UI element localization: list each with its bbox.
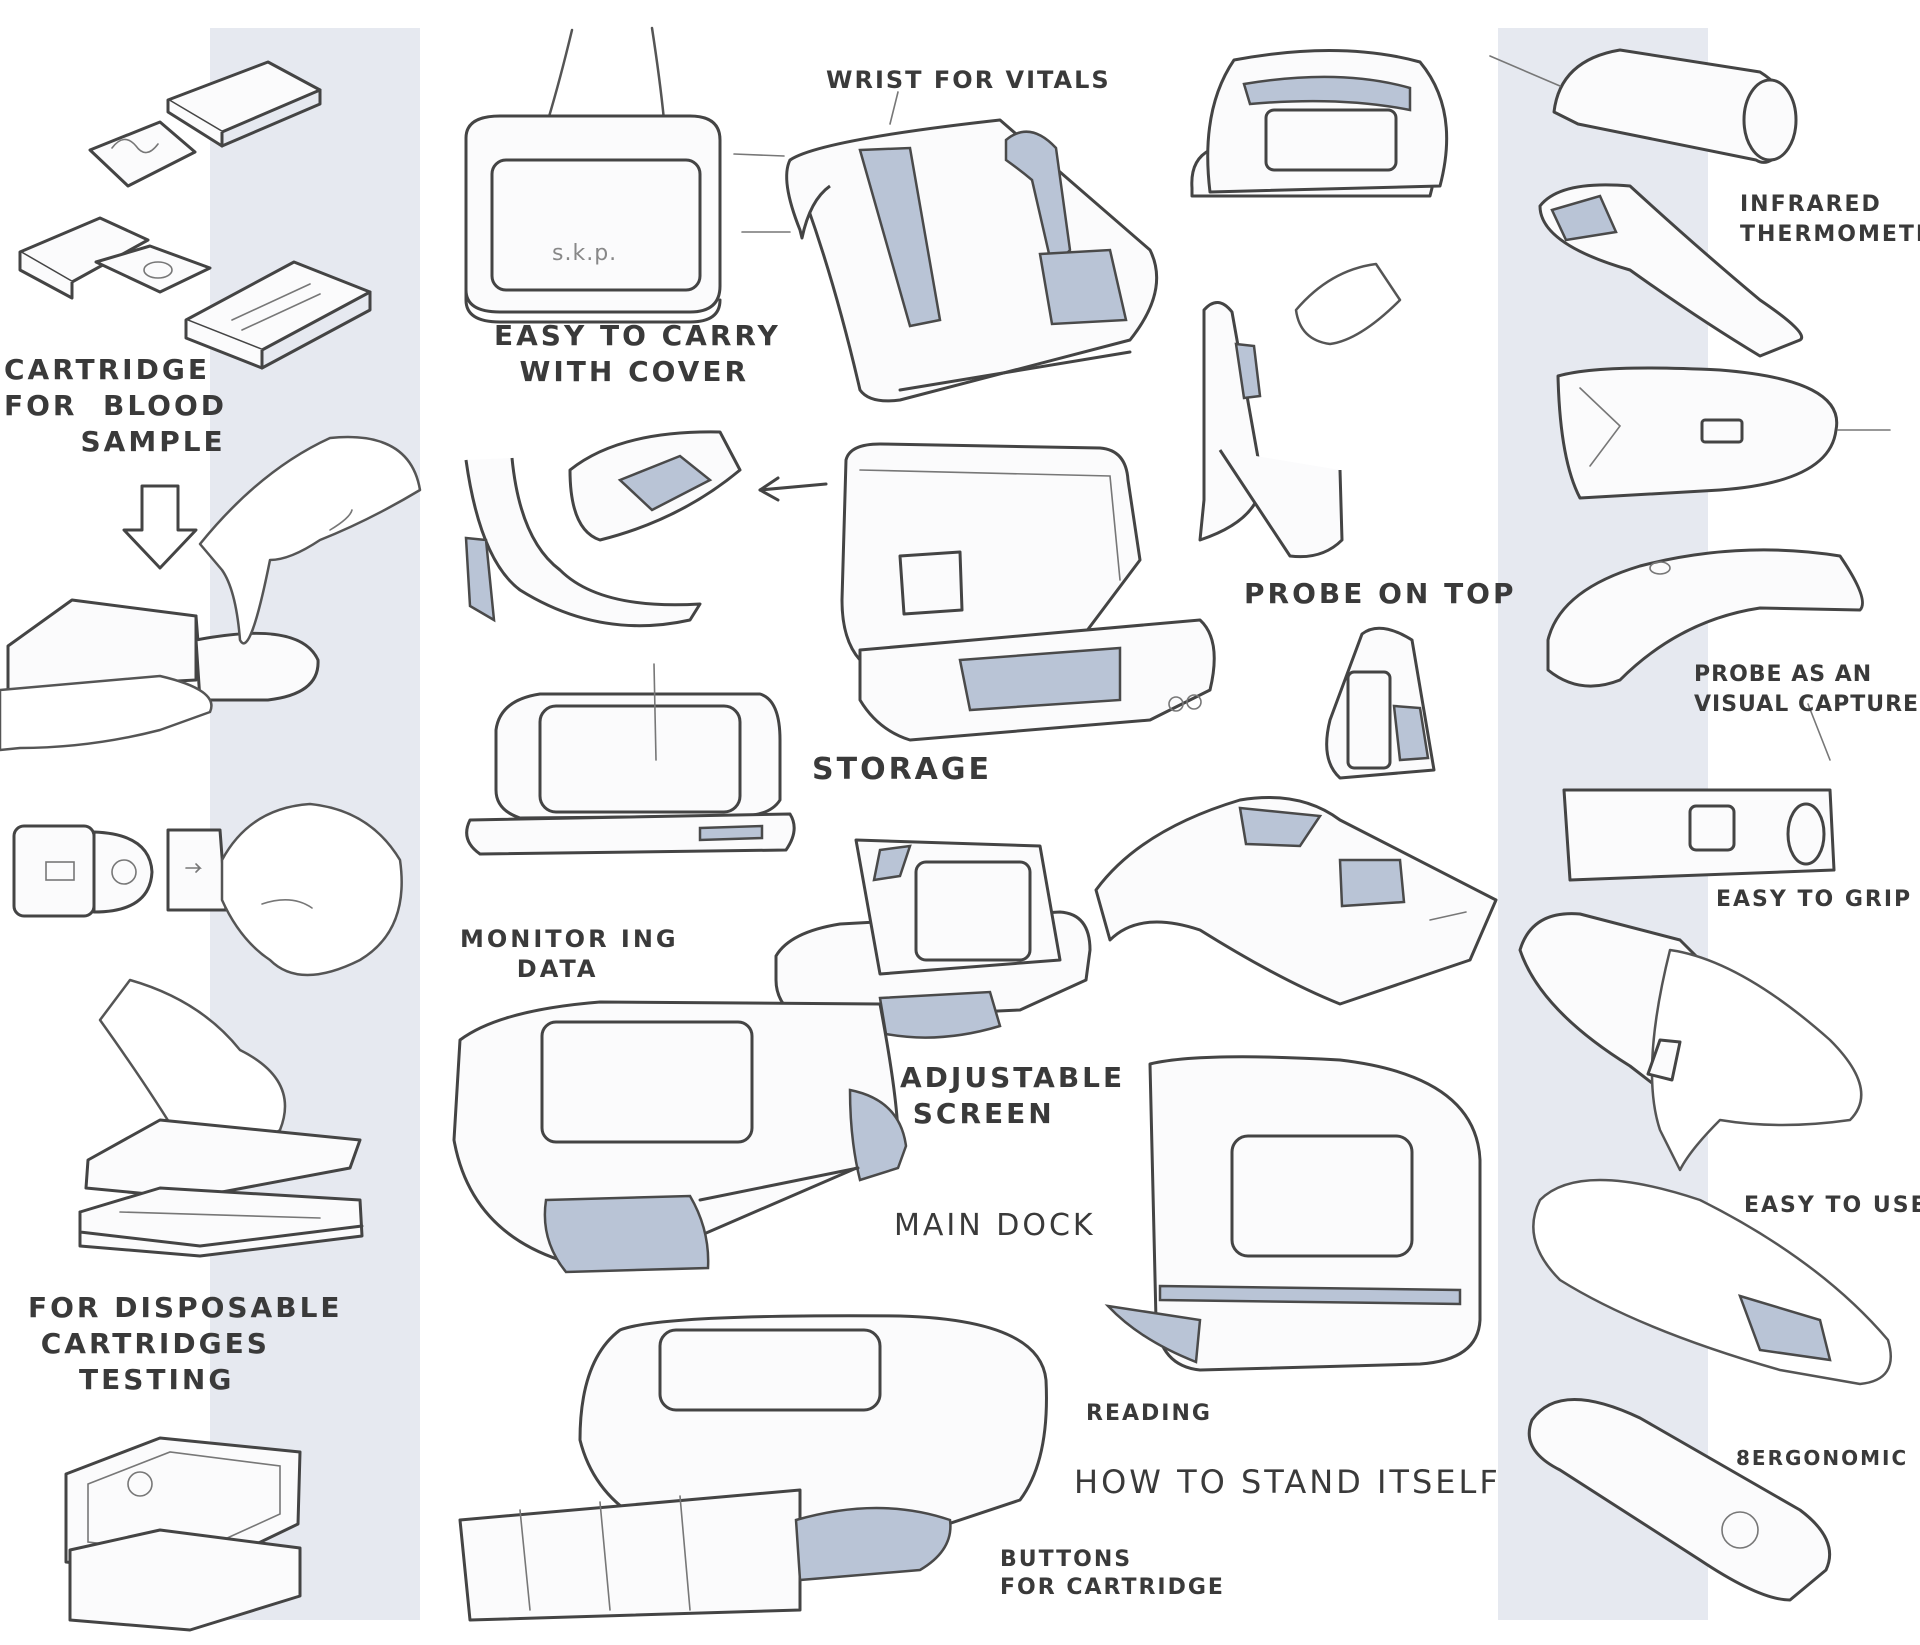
probe-on-top-sketch [1198,262,1436,780]
label-storage: STORAGE [812,752,993,787]
disposable-cartridge-sketch [78,978,364,1258]
cartridge-pieces-sketch [18,60,372,370]
easy-to-use-probe-sketch [1518,912,1863,1172]
label-buttons-for-cartridge: BUTTONS FOR CARTRIDGE [1000,1547,1225,1600]
label-probe-on-top: PROBE ON TOP [1244,577,1517,610]
label-wrist-for-vitals: WRIST FOR VITALS [826,66,1111,94]
cartridge-insert-slot-sketch [464,430,742,628]
cartridge-slot-hand-sketch [12,802,403,977]
phone-in-dock-sketch [465,663,796,856]
infrared-thermometer-sketch [1538,183,1803,358]
label-how-to-stand-itself: HOW TO STAND ITSELF [1074,1463,1501,1501]
label-disposable-cartridges: FOR DISPOSABLE CARTRIDGES TESTING [28,1291,343,1396]
thermometer-top-sketch [1552,48,1798,164]
standing-device-sketch [1104,1055,1482,1372]
label-infrared-thermometer: INFRARED THERMOMETER [1740,192,1920,247]
label-ergonomic: 8ERGONOMIC [1736,1446,1909,1470]
visual-capture-probe-sketch [1546,548,1864,688]
label-cartridge-blood-sample: CARTRIDGE FOR BLOOD SAMPLE [4,353,228,458]
label-easy-to-carry: EASY TO CARRY WITH COVER [494,319,781,388]
ergonomic-probe-sketch [1527,1178,1893,1602]
carry-device-sketch [464,26,722,324]
storage-open-device-sketch [758,442,1216,742]
easy-grip-probe-sketch [1562,788,1836,882]
label-easy-to-grip: EASY TO GRIP [1716,887,1913,912]
cartridge-tray-sketch [64,1436,302,1632]
cartridge-insert-hand-sketch [0,435,422,752]
label-monitoring-data: MONITOR ING DATA [460,925,679,983]
label-easy-to-use: EASY TO USE [1744,1193,1920,1218]
label-main-dock: MAIN DOCK [894,1208,1096,1243]
wrist-vitals-device-sketch [785,91,1159,403]
label-probe-visual-capture: PROBE AS AN VISUAL CAPTURE [1694,662,1920,717]
label-adjustable-screen: ADJUSTABLE SCREEN [900,1061,1126,1130]
label-skp-signature: s.k.p. [552,241,618,266]
adjustable-screen-device-sketch [774,838,1092,1039]
label-reading: READING [1086,1401,1212,1426]
wedge-device-sketch [1094,796,1498,1006]
monitor-dock-sketch [1190,49,1449,198]
thermometer-front-sketch [1556,366,1839,500]
main-dock-sketch [452,1000,908,1274]
cartridge-reader-base-sketch [458,1314,1048,1622]
guide-lines [733,55,1891,921]
